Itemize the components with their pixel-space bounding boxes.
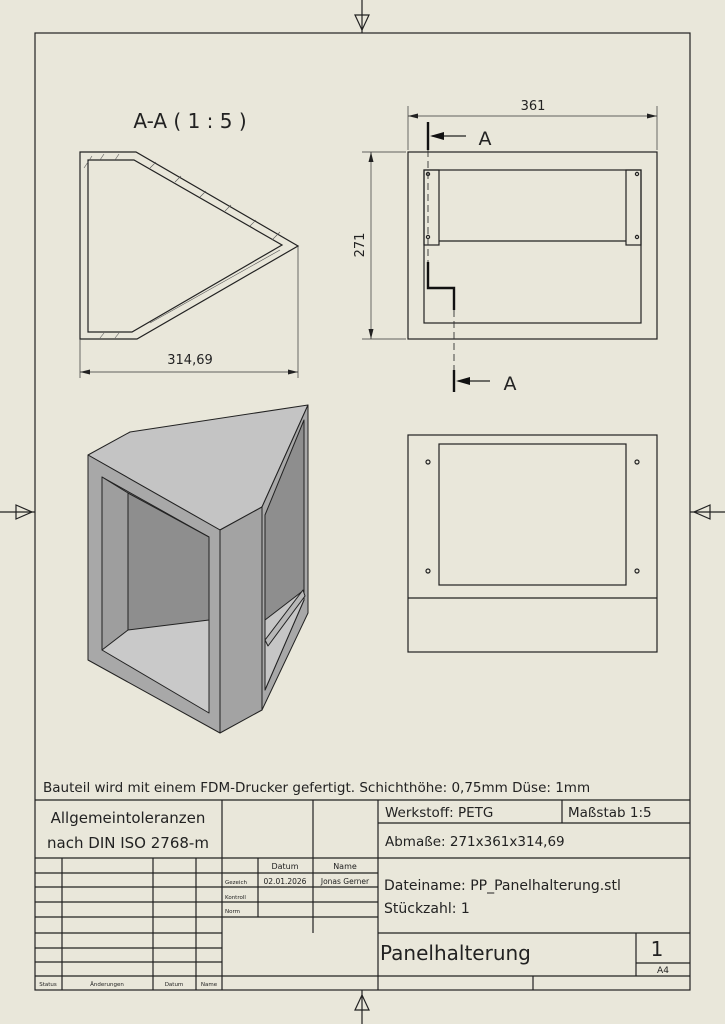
section-label-bottom: A: [504, 373, 517, 395]
drawn-date: 02.01.2026: [264, 877, 307, 886]
row-checked: Kontroll: [225, 895, 246, 901]
section-label-top: A: [479, 128, 492, 150]
scale: Maßstab 1:5: [568, 805, 652, 821]
left-bracket: [423, 169, 440, 246]
dimension-width: 361: [521, 99, 546, 114]
header-name: Name: [333, 862, 357, 871]
material: Werkstoff: PETG: [385, 805, 493, 821]
section-inner-outline: [87, 159, 284, 333]
dimension-height: 271: [353, 233, 368, 258]
right-bracket: [625, 169, 642, 246]
section-outer-outline: [79, 151, 300, 340]
section-view-a-a: A-A ( 1 : 5 ) 314,69: [79, 109, 300, 378]
drawn-name: Jonas Gerner: [320, 877, 370, 886]
rev-status: Status: [39, 982, 57, 988]
tolerance-line-1: Allgemeintoleranzen: [51, 809, 206, 827]
tolerance-line-2: nach DIN ISO 2768-m: [47, 834, 209, 852]
rev-changes: Änderungen: [90, 981, 124, 988]
rev-name: Name: [201, 982, 218, 988]
quantity: Stückzahl: 1: [384, 901, 470, 917]
dimensions: Abmaße: 271x361x314,69: [385, 834, 565, 850]
front-view: 361 271 A A: [353, 99, 658, 395]
front-opening: [423, 169, 642, 324]
section-hatching: [83, 153, 281, 339]
sheet-number: 1: [651, 937, 664, 961]
section-view-title: A-A ( 1 : 5 ): [133, 109, 246, 133]
front-outer: [407, 151, 658, 340]
title-block: Allgemeintoleranzen nach DIN ISO 2768-m …: [35, 799, 690, 990]
header-date: Datum: [271, 862, 298, 871]
filename: Dateiname: PP_Panelhalterung.stl: [384, 878, 621, 894]
sheet-format: A4: [657, 966, 669, 976]
section-cut-line: [426, 122, 490, 392]
dimension-depth: 314,69: [167, 353, 213, 368]
rear-view: [407, 434, 658, 653]
row-drawn: Gezeich: [225, 880, 247, 886]
part-name: Panelhalterung: [380, 941, 531, 965]
rev-date: Datum: [165, 982, 184, 988]
manufacturing-note: Bauteil wird mit einem FDM-Drucker gefer…: [43, 780, 590, 796]
row-norm: Norm: [225, 909, 240, 915]
isometric-view: [87, 404, 309, 734]
